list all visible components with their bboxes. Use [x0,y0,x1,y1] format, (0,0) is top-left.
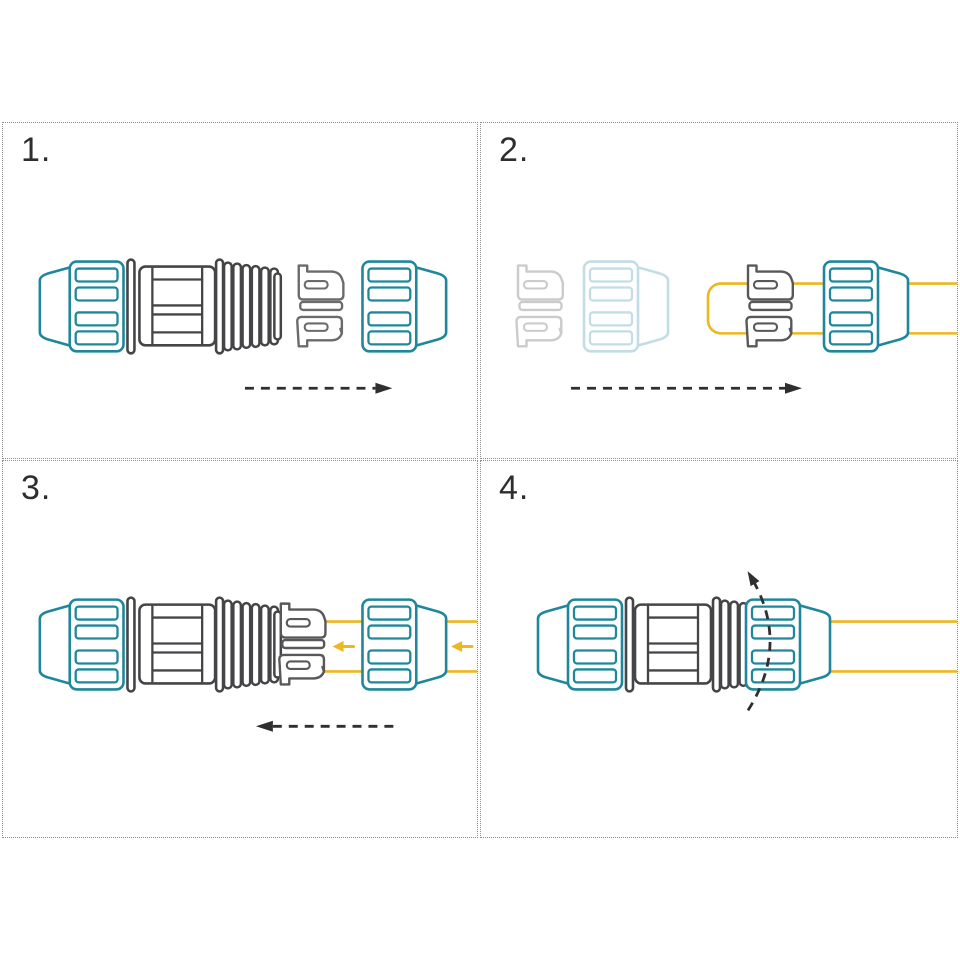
coupling-body [633,603,713,685]
coupling-body [138,265,217,347]
male-threads [222,599,283,690]
flange [624,596,635,693]
compression-nut-left [536,598,624,691]
rotation-dashed-arrow-icon [746,571,772,712]
step-number-label: 3. [21,469,52,507]
grip-ring-ghost [515,264,564,348]
flange [126,596,136,693]
coupling-body [138,603,217,685]
step-number-label: 2. [499,131,530,169]
compression-nut-left [38,598,125,691]
panel-step-2: 2. [480,122,958,459]
slide-parts-on-pipe-illustration [515,260,957,394]
dashed-arrow-left-icon [255,720,400,732]
flange [214,596,225,693]
step-number-label: 1. [21,131,52,169]
tighten-nut-illustration [536,571,957,712]
pipe [811,620,957,673]
compression-nut-right [361,260,448,353]
step-number-label: 4. [499,469,530,507]
instruction-grid: 1. [2,122,958,838]
flange [711,596,722,693]
compression-nut-left [38,260,125,353]
grip-ring [745,264,794,348]
coupling-exploded-illustration [38,258,448,394]
compression-nut-ghost [582,260,670,353]
flange [126,258,136,355]
male-threads [222,261,283,352]
panel-step-3: 3. [2,460,478,838]
compression-nut [361,598,448,691]
yellow-arrow-left-icon [451,641,474,652]
compression-nut [744,598,832,691]
dashed-arrow-right-icon [571,382,802,394]
yellow-arrow-left-icon [332,641,356,652]
grip-ring [278,602,327,686]
panel-step-1: 1. [2,122,478,459]
compression-nut [822,260,910,353]
dashed-arrow-right-icon [244,382,393,394]
insert-pipe-illustration [38,596,477,732]
grip-ring [296,264,345,348]
panel-step-4: 4. [480,460,958,838]
flange [214,258,225,355]
